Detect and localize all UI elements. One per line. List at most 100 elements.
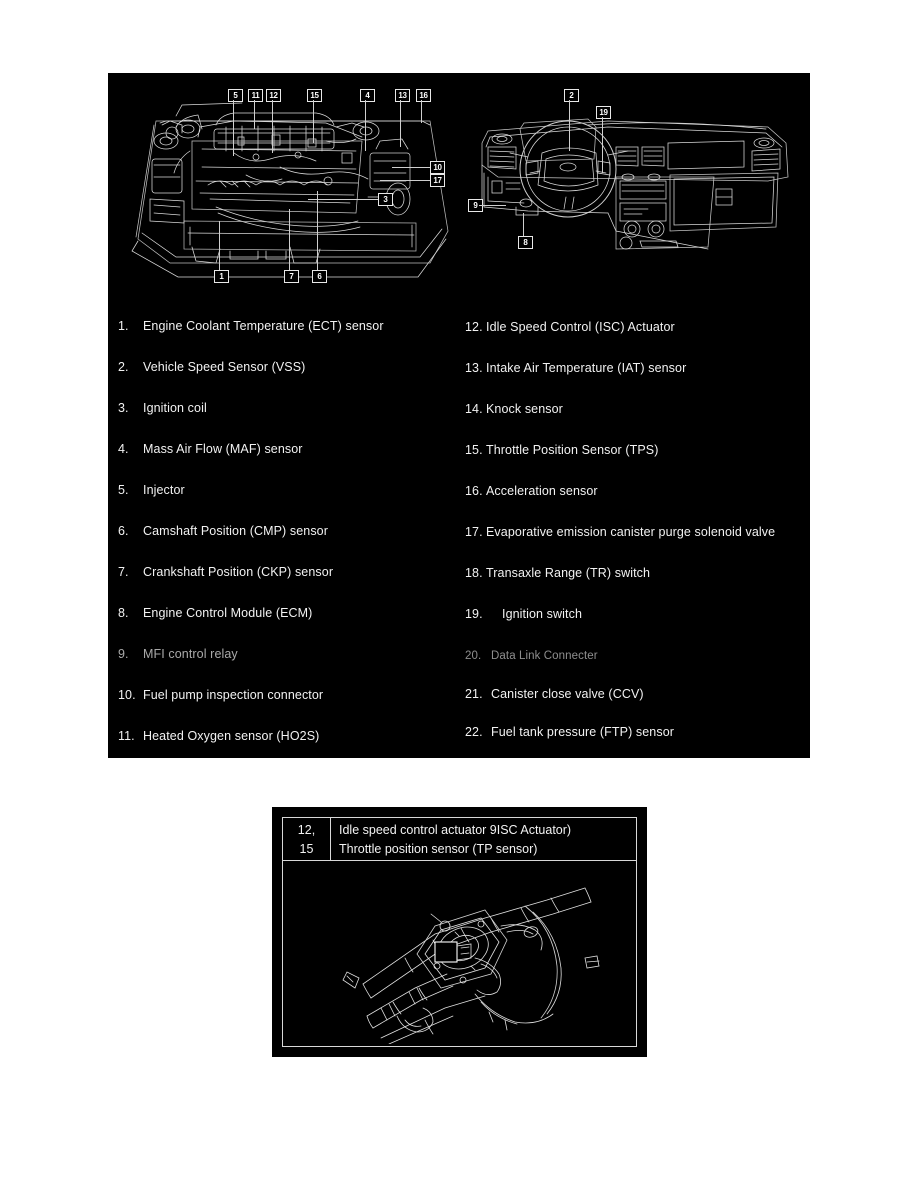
list-item-number: 1. bbox=[118, 319, 129, 333]
throttle-body-detail-panel: 12, 15 Idle speed control actuator 9ISC … bbox=[272, 807, 647, 1057]
caption-text-line-2: Throttle position sensor (TP sensor) bbox=[339, 842, 538, 856]
list-item-label: Intake Air Temperature (IAT) sensor bbox=[486, 361, 687, 375]
callout-9: 9 bbox=[468, 199, 483, 212]
callout-5: 5 bbox=[228, 89, 243, 102]
leader-16 bbox=[421, 100, 422, 123]
leader-11 bbox=[254, 100, 255, 129]
engine-compartment-diagram: 5 11 12 15 4 13 16 10 17 3 1 7 6 bbox=[130, 81, 460, 293]
list-item-number: 7. bbox=[118, 565, 129, 579]
leader-8 bbox=[523, 213, 524, 236]
list-item: 9. MFI control relay bbox=[118, 646, 238, 662]
dashboard-line-art bbox=[481, 118, 789, 250]
leader-2 bbox=[569, 100, 570, 151]
leader-10 bbox=[392, 167, 430, 168]
callout-11: 11 bbox=[248, 89, 263, 102]
list-item-label: Engine Coolant Temperature (ECT) sensor bbox=[143, 319, 384, 333]
list-item: 17.Evaporative emission canister purge s… bbox=[465, 524, 775, 540]
list-item-number: 8. bbox=[118, 606, 129, 620]
list-item-label: MFI control relay bbox=[143, 647, 238, 661]
list-item-number: 22. bbox=[465, 725, 483, 739]
component-legend-list: 1. Engine Coolant Temperature (ECT) senso… bbox=[108, 308, 810, 758]
throttle-body-diagram bbox=[285, 862, 634, 1044]
list-item-number: 11. bbox=[118, 729, 135, 743]
list-item-label: Engine Control Module (ECM) bbox=[143, 606, 313, 620]
detail-caption-table: 12, 15 Idle speed control actuator 9ISC … bbox=[283, 818, 636, 861]
leader-19 bbox=[602, 117, 603, 173]
list-item-number: 6. bbox=[118, 524, 129, 538]
list-item-number: 13. bbox=[465, 361, 483, 375]
list-item: 5. Injector bbox=[118, 482, 185, 498]
list-item: 18.Transaxle Range (TR) switch bbox=[465, 565, 650, 581]
callout-16: 16 bbox=[416, 89, 431, 102]
leader-3 bbox=[308, 199, 378, 200]
leader-5 bbox=[233, 100, 234, 156]
engine-bay-line-art bbox=[131, 102, 449, 278]
leader-17 bbox=[380, 180, 430, 181]
list-item-number: 14. bbox=[465, 402, 483, 416]
list-item-number: 17. bbox=[465, 525, 483, 539]
leader-15 bbox=[313, 100, 314, 143]
callout-8: 8 bbox=[518, 236, 533, 249]
list-item-label: Mass Air Flow (MAF) sensor bbox=[143, 442, 303, 456]
callout-19: 19 bbox=[596, 106, 611, 119]
list-item: 1. Engine Coolant Temperature (ECT) senso… bbox=[118, 318, 384, 334]
leader-1 bbox=[219, 221, 220, 270]
list-item-label: Evaporative emission canister purge sole… bbox=[486, 525, 776, 539]
list-item-number: 3. bbox=[118, 401, 129, 415]
list-item: 12.Idle Speed Control (ISC) Actuator bbox=[465, 319, 675, 335]
list-item-number: 20. bbox=[465, 650, 482, 662]
list-item-number: 18. bbox=[465, 566, 483, 580]
list-item: 8. Engine Control Module (ECM) bbox=[118, 605, 312, 621]
leader-9 bbox=[479, 205, 506, 206]
caption-number-line-1: 12, bbox=[297, 823, 316, 837]
list-item-number: 12. bbox=[465, 320, 483, 334]
leader-4 bbox=[365, 100, 366, 151]
list-item-number: 9. bbox=[118, 647, 129, 661]
callout-15: 15 bbox=[307, 89, 322, 102]
detail-frame: 12, 15 Idle speed control actuator 9ISC … bbox=[282, 817, 637, 1047]
list-item-label: Fuel pump inspection connector bbox=[143, 688, 324, 702]
list-item-label: Injector bbox=[143, 483, 185, 497]
list-item: 6. Camshaft Position (CMP) sensor bbox=[118, 523, 328, 539]
component-location-panel: 5 11 12 15 4 13 16 10 17 3 1 7 6 bbox=[108, 73, 810, 758]
list-item-number: 19. bbox=[465, 607, 483, 621]
instrument-panel-diagram: 2 19 9 8 bbox=[468, 81, 798, 271]
callout-13: 13 bbox=[395, 89, 410, 102]
list-item-number: 15. bbox=[465, 443, 483, 457]
throttle-body-line-art bbox=[342, 887, 600, 1044]
list-item: 13.Intake Air Temperature (IAT) sensor bbox=[465, 360, 686, 376]
caption-number-cell: 12, 15 bbox=[283, 818, 331, 860]
caption-text-line-1: Idle speed control actuator 9ISC Actuato… bbox=[339, 823, 572, 837]
list-item: 7. Crankshaft Position (CKP) sensor bbox=[118, 564, 333, 580]
list-item: 20. Data Link Connecter bbox=[465, 648, 598, 664]
callout-6: 6 bbox=[312, 270, 327, 283]
leader-13 bbox=[400, 100, 401, 147]
list-item-label: Vehicle Speed Sensor (VSS) bbox=[143, 360, 306, 374]
list-item: 22.Fuel tank pressure (FTP) sensor bbox=[465, 724, 674, 740]
list-item: 14.Knock sensor bbox=[465, 401, 563, 417]
list-item-label: Crankshaft Position (CKP) sensor bbox=[143, 565, 334, 579]
list-item: 10.Fuel pump inspection connector bbox=[118, 687, 323, 703]
list-item: 11.Heated Oxygen sensor (HO2S) bbox=[118, 728, 319, 744]
list-item-number: 2. bbox=[118, 360, 129, 374]
list-item-label: Data Link Connecter bbox=[491, 650, 598, 662]
list-item: 19. Ignition switch bbox=[465, 606, 582, 622]
list-item-label: Ignition switch bbox=[502, 607, 583, 621]
list-item-label: Camshaft Position (CMP) sensor bbox=[143, 524, 329, 538]
callout-12: 12 bbox=[266, 89, 281, 102]
list-item: 15.Throttle Position Sensor (TPS) bbox=[465, 442, 659, 458]
list-item-number: 5. bbox=[118, 483, 129, 497]
callout-4: 4 bbox=[360, 89, 375, 102]
callout-10: 10 bbox=[430, 161, 445, 174]
list-item: 3.Ignition coil bbox=[118, 400, 207, 416]
callout-3: 3 bbox=[378, 193, 393, 206]
list-item-label: Idle Speed Control (ISC) Actuator bbox=[486, 320, 675, 334]
list-item-number: 4. bbox=[118, 442, 129, 456]
leader-6 bbox=[317, 191, 318, 270]
list-item-number: 16. bbox=[465, 484, 483, 498]
leader-7 bbox=[289, 209, 290, 270]
leader-12 bbox=[272, 100, 273, 153]
list-item-label: Transaxle Range (TR) switch bbox=[486, 566, 651, 580]
callout-1: 1 bbox=[214, 270, 229, 283]
callout-17: 17 bbox=[430, 174, 445, 187]
